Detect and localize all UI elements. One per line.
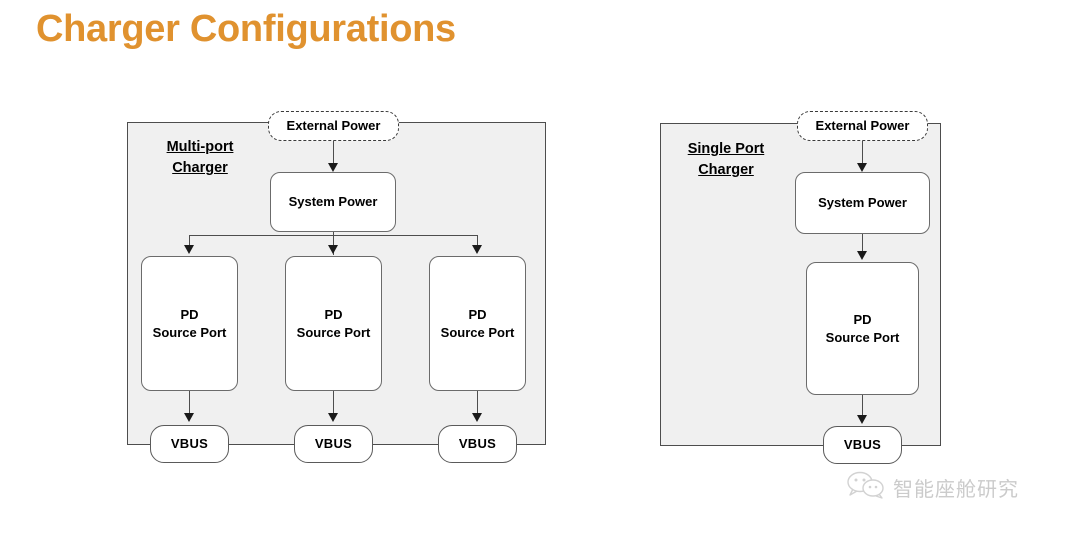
vbus-label: VBUS [314,436,353,452]
connector-extpower-to-syspower [333,141,334,164]
single-port-system-power-node: System Power [795,172,930,234]
multi-port-pd-source-port-3: PD Source Port [429,256,526,391]
arrowhead-syspower-to-pd-right [857,251,867,260]
arrowhead-extpower-to-syspower-right [857,163,867,172]
arrowhead-pd-to-vbus-right [857,415,867,424]
multi-port-vbus-2: VBUS [294,425,373,463]
arrowhead-extpower-to-syspower [328,163,338,172]
connector-syspower-to-pd-right [862,234,863,253]
watermark-text: 智能座舱研究 [893,479,1019,501]
watermark: 智能座舱研究 [846,470,1019,505]
multi-port-charger-label-line1: Multi-port [166,139,234,155]
pd-label-line2: Source Port [152,324,227,340]
connector-pd-to-vbus-right [862,395,863,417]
pd-label-line1: PD [324,306,343,322]
vbus-label: VBUS [843,437,882,453]
multi-port-charger-label-line2: Charger [172,160,228,177]
pd-label-line1: PD [853,311,872,327]
arrowhead-to-pd-port-3 [472,245,482,254]
multi-port-pd-source-port-1: PD Source Port [141,256,238,391]
connector-extpower-to-syspower-right [862,141,863,164]
single-port-external-power-node: External Power [797,111,928,141]
vbus-label: VBUS [170,436,209,452]
connector-pd3-to-vbus3 [477,391,478,414]
arrowhead-pd3-to-vbus3 [472,413,482,422]
pd-label-line1: PD [180,306,199,322]
arrowhead-pd1-to-vbus1 [184,413,194,422]
single-port-charger-label: Single Port Charger [676,139,776,181]
arrowhead-to-pd-port-2 [328,245,338,254]
multi-port-charger-label: Multi-port Charger [152,137,248,179]
pd-label-line2: Source Port [296,324,371,340]
multi-port-pd-source-port-2: PD Source Port [285,256,382,391]
vbus-label: VBUS [458,436,497,452]
connector-bus-leg-1 [189,235,190,246]
pd-label-line2: Source Port [825,329,900,345]
multi-port-vbus-3: VBUS [438,425,517,463]
page-title: Charger Configurations [36,8,456,50]
multi-port-external-power-node: External Power [268,111,399,141]
multi-port-system-power-node: System Power [270,172,396,232]
wechat-icon [846,470,886,505]
pd-label-line1: PD [468,306,487,322]
pd-label-line2: Source Port [440,324,515,340]
multi-port-vbus-1: VBUS [150,425,229,463]
connector-bus-leg-3 [477,235,478,246]
connector-pd1-to-vbus1 [189,391,190,414]
single-port-charger-label-line2: Charger [698,162,754,179]
single-port-charger-label-line1: Single Port [687,141,765,157]
arrowhead-to-pd-port-1 [184,245,194,254]
connector-pd2-to-vbus2 [333,391,334,414]
single-port-pd-source-port: PD Source Port [806,262,919,395]
arrowhead-pd2-to-vbus2 [328,413,338,422]
single-port-vbus: VBUS [823,426,902,464]
connector-syspower-trunk [333,232,334,255]
connector-distribution-bus [189,235,477,236]
